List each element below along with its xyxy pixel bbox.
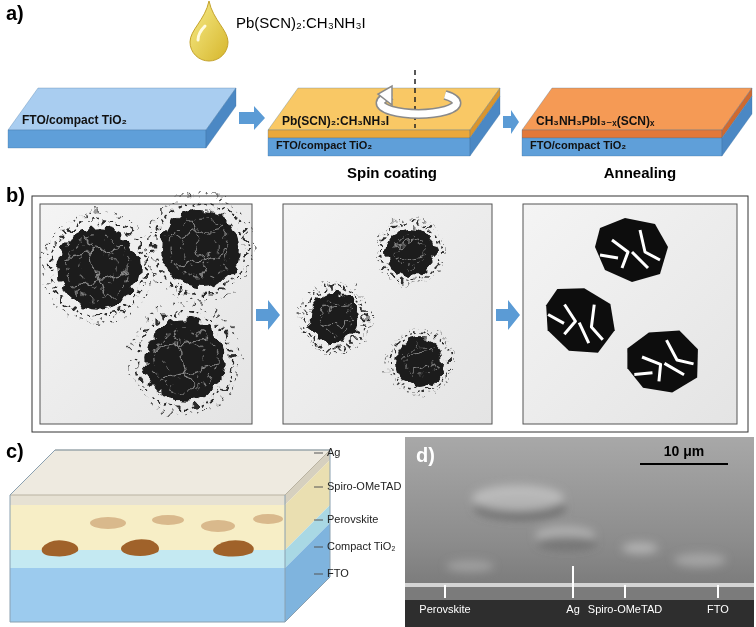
- layer-label: FTO/compact TiO₂: [530, 139, 626, 152]
- panel-letter: c): [6, 440, 24, 463]
- spin-arrow-head: [378, 86, 392, 105]
- scale-label: 10 μm: [664, 443, 704, 459]
- morphology-panel: [32, 195, 748, 432]
- slab-face: [268, 138, 470, 156]
- layer-label: FTO/compact TiO₂: [22, 114, 127, 128]
- layer-slab: FTO/compact TiO₂: [8, 88, 236, 148]
- spin-axis: [414, 70, 416, 128]
- layer-name: FTO: [707, 603, 729, 616]
- spin-arrow-outline: [381, 95, 457, 114]
- layer-slab: Pb(SCN)₂:CH₃NH₃I: [268, 88, 500, 138]
- layer-slab: CH₃NH₃PbI₃₋ₓ(SCN)ₓ: [522, 88, 752, 138]
- precursor-droplet: [190, 1, 228, 61]
- slab-face: [522, 130, 722, 138]
- slab-face: [522, 88, 752, 130]
- process-arrow: [239, 106, 265, 130]
- device-stack: [10, 450, 330, 622]
- layer-label: CH₃NH₃PbI₃₋ₓ(SCN)ₓ: [536, 115, 654, 129]
- layer-name: Perovskite: [327, 513, 378, 526]
- panel-letter: d): [416, 444, 435, 467]
- step-label: Spin coating: [347, 164, 437, 181]
- spin-arrow: [381, 95, 457, 114]
- grain-cluster: [43, 195, 453, 415]
- crystal-island: [534, 218, 707, 402]
- droplet-label: Pb(SCN)₂:CH₃NH₃I: [236, 14, 366, 31]
- panel-letter: b): [6, 184, 25, 207]
- layer-name: Compact TiO₂: [327, 540, 395, 553]
- step-label: Annealing: [604, 164, 677, 181]
- slab-face: [8, 88, 236, 130]
- droplet-highlight: [198, 26, 205, 40]
- layer-name: Ag: [327, 446, 340, 459]
- layer-label: FTO/compact TiO₂: [276, 139, 372, 152]
- slab-face: [268, 130, 470, 138]
- scale-bar: [640, 463, 728, 465]
- layer-name: Perovskite: [419, 603, 470, 616]
- layer-label: Pb(SCN)₂:CH₃NH₃I: [282, 115, 389, 129]
- layer-tick: [445, 566, 718, 598]
- slab-face: [268, 88, 500, 130]
- slab-shape: [268, 88, 500, 138]
- layer-name: Ag: [566, 603, 579, 616]
- slab-face: [722, 96, 752, 156]
- perovskite-island: [42, 514, 283, 557]
- slab-shape: [522, 88, 752, 138]
- panel-letter: a): [6, 2, 24, 25]
- slab-face: [206, 88, 236, 148]
- slab-face: [470, 96, 500, 156]
- step-arrow: [496, 300, 520, 330]
- layer-name: FTO: [327, 567, 349, 580]
- process-arrow: [503, 110, 519, 134]
- slab-face: [522, 138, 722, 156]
- step-arrow: [256, 300, 280, 330]
- slab-face: [8, 130, 206, 148]
- leader-line: [314, 453, 323, 574]
- layer-name: Spiro-OMeTAD: [588, 603, 662, 616]
- sem-image: [405, 437, 754, 627]
- layer-name: Spiro-OMeTAD: [327, 480, 401, 493]
